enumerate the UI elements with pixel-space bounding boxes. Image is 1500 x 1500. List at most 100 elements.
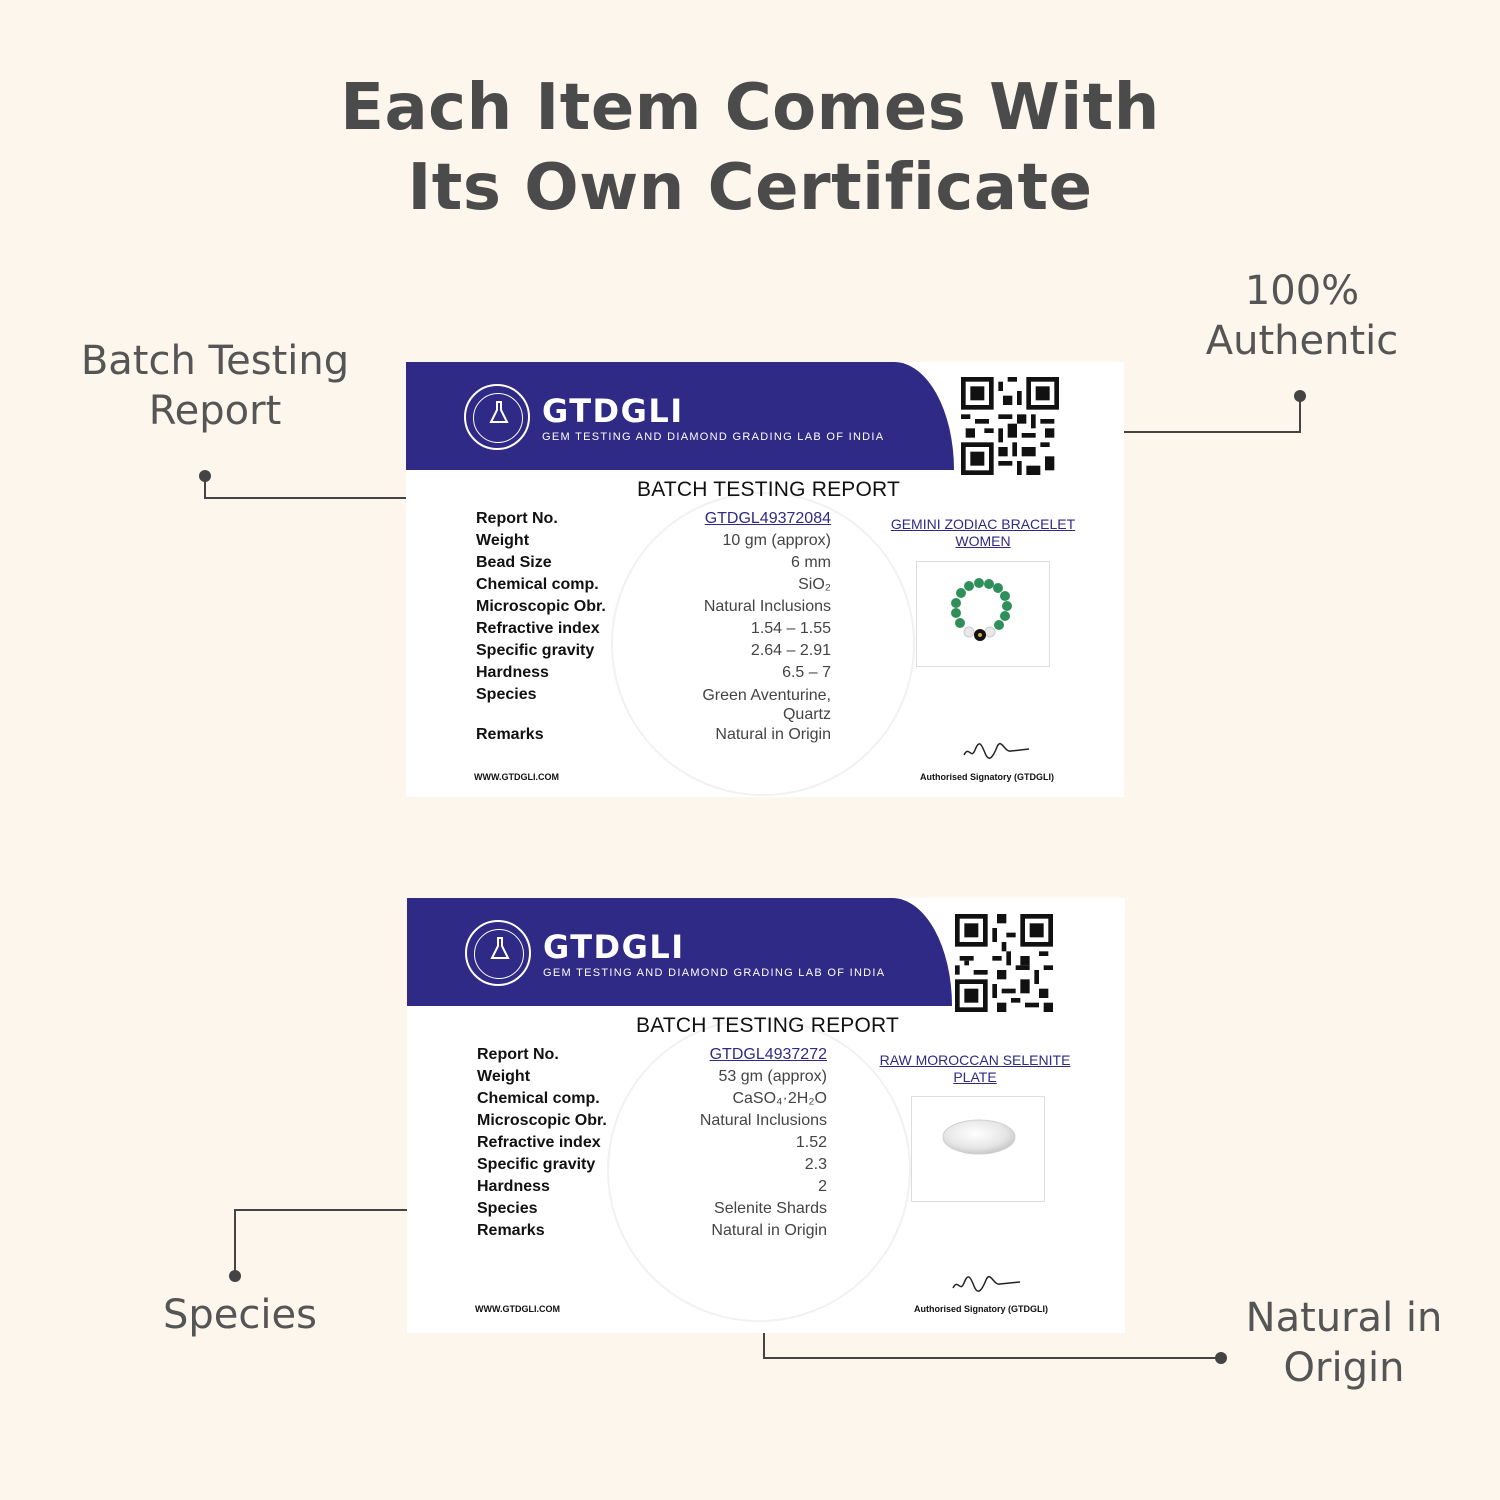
detail-value: 2.64 – 2.91 xyxy=(750,642,831,659)
lab-brand-name: GTDGLI xyxy=(542,392,684,430)
species-connector xyxy=(234,1209,460,1276)
detail-row: Hardness 2 xyxy=(477,1178,827,1200)
species-value-line1: Green Aventurine, xyxy=(702,687,831,704)
watermark-seal xyxy=(611,492,915,796)
page-title: Each Item Comes With Its Own Certificate xyxy=(0,68,1500,228)
certificate-header-band: GTDGLI GEM TESTING AND DIAMOND GRADING L… xyxy=(407,898,952,1006)
selenite-plate-image xyxy=(942,1119,1016,1155)
qr-code-icon xyxy=(961,377,1059,475)
detail-value: Selenite Shards xyxy=(714,1200,827,1217)
title-line-1: Each Item Comes With xyxy=(340,71,1160,145)
qr-code-icon xyxy=(955,914,1053,1012)
detail-label: Microscopic Obr. xyxy=(476,598,606,615)
detail-value: CaSO₄·2H₂O xyxy=(732,1090,827,1107)
lab-brand-name: GTDGLI xyxy=(543,928,685,966)
report-number-link[interactable]: GTDGL49372084 xyxy=(704,510,831,527)
detail-row: Report No. GTDGL49372084 xyxy=(476,510,831,532)
product-name-line2: WOMEN xyxy=(955,533,1011,549)
detail-row: Species Selenite Shards xyxy=(477,1200,827,1222)
detail-row: Species Green Aventurine, Quartz xyxy=(476,686,831,726)
detail-label: Remarks xyxy=(477,1222,545,1239)
detail-value: Green Aventurine, Quartz xyxy=(702,686,831,724)
detail-row: Chemical comp. CaSO₄·2H₂O xyxy=(477,1090,827,1112)
callout-batch-line1: Batch Testing xyxy=(80,338,350,384)
detail-label: Report No. xyxy=(477,1046,559,1063)
detail-row: Microscopic Obr. Natural Inclusions xyxy=(476,598,831,620)
signature-image xyxy=(952,1275,1021,1292)
callout-natural-origin: Natural in Origin xyxy=(1226,1293,1462,1393)
detail-value: 6.5 – 7 xyxy=(782,664,831,681)
flask-icon xyxy=(489,401,509,423)
flask-icon xyxy=(490,937,510,959)
detail-label: Report No. xyxy=(476,510,558,527)
callout-species-label: Species xyxy=(163,1292,317,1338)
callout-authentic-line1: 100% xyxy=(1244,268,1360,314)
lab-full-name: GEM TESTING AND DIAMOND GRADING LAB OF I… xyxy=(542,431,885,443)
product-thumbnail xyxy=(911,1096,1045,1202)
product-thumbnail xyxy=(916,561,1050,667)
detail-label: Weight xyxy=(476,532,530,549)
detail-value: 2.3 xyxy=(804,1156,827,1173)
species-connector-dot xyxy=(229,1270,241,1282)
signature-image xyxy=(963,742,1030,759)
detail-value: 1.54 – 1.55 xyxy=(750,620,831,637)
authentic-connector-dot xyxy=(1294,390,1306,402)
report-number-link[interactable]: GTDGL4937272 xyxy=(709,1046,827,1063)
detail-label: Species xyxy=(477,1200,538,1217)
authentic-connector xyxy=(1078,396,1301,433)
product-name-link[interactable]: RAW MOROCCAN SELENITE PLATE xyxy=(870,1052,1080,1086)
report-details: Report No. GTDGL49372084 Weight 10 gm (app… xyxy=(476,510,831,748)
callout-authentic: 100% Authentic xyxy=(1180,266,1424,366)
product-name-line1: GEMINI ZODIAC BRACELET xyxy=(890,516,1076,532)
lab-seal-logo xyxy=(464,384,530,450)
product-name-line1: RAW MOROCCAN SELENITE xyxy=(879,1052,1071,1068)
callout-natural-line2: Origin xyxy=(1283,1345,1405,1391)
signatory-label: Authorised Signatory (GTDGLI) xyxy=(914,1304,1048,1314)
report-title: BATCH TESTING REPORT xyxy=(636,1014,900,1037)
certificate-header-band: GTDGLI GEM TESTING AND DIAMOND GRADING L… xyxy=(406,362,954,470)
detail-value: Natural Inclusions xyxy=(699,1112,827,1129)
detail-label: Refractive index xyxy=(477,1134,601,1151)
species-value-line2: Quartz xyxy=(782,706,831,723)
callout-authentic-line2: Authentic xyxy=(1205,318,1399,364)
detail-row: Refractive index 1.54 – 1.55 xyxy=(476,620,831,642)
certificate-card-2: GTDGLI GEM TESTING AND DIAMOND GRADING L… xyxy=(407,898,1125,1333)
website-url: WWW.GTDGLI.COM xyxy=(475,1304,560,1314)
certificate-card-1: GTDGLI GEM TESTING AND DIAMOND GRADING L… xyxy=(406,362,1124,797)
detail-label: Refractive index xyxy=(476,620,600,637)
detail-value: 2 xyxy=(818,1178,827,1195)
detail-label: Chemical comp. xyxy=(477,1090,600,1107)
detail-label: Chemical comp. xyxy=(476,576,599,593)
title-line-2: Its Own Certificate xyxy=(407,151,1093,225)
detail-label: Microscopic Obr. xyxy=(477,1112,607,1129)
detail-row: Remarks Natural in Origin xyxy=(477,1222,827,1244)
detail-label: Hardness xyxy=(477,1178,550,1195)
product-name-line2: PLATE xyxy=(953,1069,997,1085)
detail-value: SiO₂ xyxy=(798,576,831,593)
batch-connector-dot xyxy=(199,470,211,482)
callout-batch-line2: Report xyxy=(148,388,282,434)
detail-label: Remarks xyxy=(476,726,544,743)
detail-row: Weight 10 gm (approx) xyxy=(476,532,831,554)
detail-value: 10 gm (approx) xyxy=(722,532,832,549)
report-title: BATCH TESTING REPORT xyxy=(637,478,901,501)
callout-natural-line1: Natural in xyxy=(1245,1295,1443,1341)
detail-row: Chemical comp. SiO₂ xyxy=(476,576,831,598)
lab-full-name: GEM TESTING AND DIAMOND GRADING LAB OF I… xyxy=(543,967,886,979)
detail-value: Natural in Origin xyxy=(715,726,831,743)
natural-connector-dot xyxy=(1215,1352,1227,1364)
product-name-link[interactable]: GEMINI ZODIAC BRACELET WOMEN xyxy=(878,516,1088,550)
detail-value: Natural Inclusions xyxy=(703,598,831,615)
detail-row: Remarks Natural in Origin xyxy=(476,726,831,748)
detail-value: Natural in Origin xyxy=(711,1222,827,1239)
detail-label: Species xyxy=(476,686,537,703)
signatory-label: Authorised Signatory (GTDGLI) xyxy=(920,772,1054,782)
